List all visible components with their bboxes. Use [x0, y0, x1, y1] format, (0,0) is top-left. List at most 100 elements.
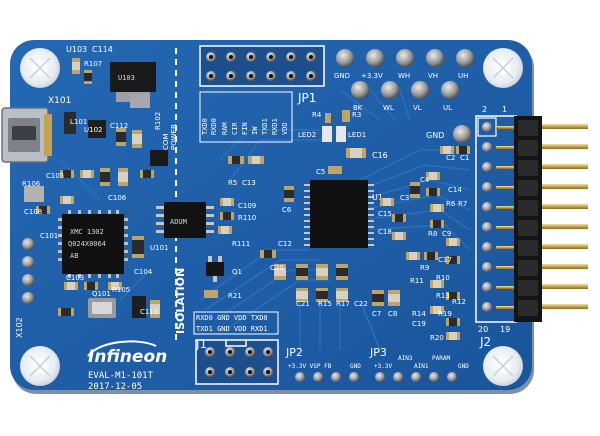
svg-text:R11: R11: [410, 277, 424, 285]
svg-text:C18: C18: [378, 228, 392, 236]
svg-text:C108: C108: [24, 208, 42, 216]
svg-text:FIN: FIN: [241, 122, 249, 135]
svg-text:R106: R106: [22, 180, 41, 188]
isolator-chip: ADUM: [156, 202, 214, 238]
header-jp2-jp3: [295, 372, 457, 382]
label-c5: C5: [316, 168, 325, 176]
svg-text:U103: U103: [118, 74, 135, 82]
microcontroller-xmc1302: XMC 1302 Q024X0064 AB: [58, 210, 128, 278]
svg-text:Q101: Q101: [92, 290, 111, 298]
svg-text:AB: AB: [70, 252, 78, 260]
label-u1: U1: [372, 193, 383, 202]
svg-text:C15: C15: [378, 210, 392, 218]
label-led2: LED2: [298, 131, 316, 139]
label-led1: LED1: [348, 131, 366, 139]
smd-cap: [130, 94, 150, 108]
res-r21: [204, 290, 218, 298]
svg-text:R8: R8: [428, 230, 437, 238]
board-model: EVAL-M1-101T: [88, 371, 154, 381]
header-x102: [22, 238, 34, 304]
test-points-top: [336, 49, 474, 99]
label-jp2: JP2: [285, 346, 303, 359]
test-point-labels: GND +3.3V WH VH UH BK WL VL UL: [334, 72, 468, 112]
label-j2-pin1: 1: [502, 105, 507, 114]
svg-text:C7: C7: [372, 310, 381, 318]
svg-text:UH: UH: [458, 72, 468, 80]
label-param: PARAM: [432, 355, 450, 362]
svg-text:WL: WL: [383, 104, 394, 112]
svg-text:C106: C106: [108, 194, 127, 202]
svg-text:C20: C20: [270, 264, 284, 272]
svg-text:CIR: CIR: [231, 122, 239, 135]
svg-text:C14: C14: [448, 186, 462, 194]
svg-text:TXD1 GND VDD RXD1: TXD1 GND VDD RXD1: [196, 325, 268, 333]
svg-text:ADUM: ADUM: [170, 218, 187, 226]
svg-text:C3: C3: [400, 194, 409, 202]
header-j2: [475, 115, 588, 323]
label-gnd-side: GND: [426, 131, 444, 140]
svg-text:Q024X0064: Q024X0064: [68, 240, 106, 248]
svg-text:R12: R12: [452, 298, 466, 306]
label-jp3: JP3: [369, 346, 387, 359]
svg-text:C19: C19: [412, 320, 426, 328]
svg-text:C13: C13: [242, 179, 256, 187]
label-jp2-gnd: GND: [350, 363, 361, 370]
label-r102: R102: [154, 112, 162, 130]
label-c114: C114: [92, 45, 113, 54]
label-u103c114: U103: [66, 45, 87, 54]
header-jp1: [199, 45, 325, 87]
svg-text:C104: C104: [134, 268, 153, 276]
svg-text:C103: C103: [66, 274, 84, 282]
svg-text:C1: C1: [460, 154, 469, 162]
label-com: COM: [162, 134, 170, 150]
svg-text:C111: C111: [140, 308, 158, 316]
label-ain3: AIN3: [398, 355, 413, 362]
label-j2-pin2: 2: [482, 105, 487, 114]
transistor-q1: [206, 256, 224, 282]
label-c16: C16: [372, 151, 388, 160]
traces: [59, 89, 471, 351]
label-r4: R4: [312, 111, 322, 119]
svg-text:R14: R14: [412, 310, 426, 318]
svg-text:R111: R111: [232, 240, 250, 248]
svg-text:RXD1: RXD1: [271, 118, 279, 135]
svg-text:R107: R107: [84, 60, 102, 68]
svg-text:C12: C12: [278, 240, 292, 248]
label-x102: X102: [15, 317, 24, 338]
svg-text:VDD: VDD: [281, 122, 289, 135]
svg-text:UL: UL: [443, 104, 452, 112]
infineon-logo: Infineon: [87, 340, 167, 367]
svg-text:C112: C112: [110, 122, 128, 130]
jp1-pin-labels: TXD0 RXD0 RAM CIR FIN IW TXD1 RXD1 VDD: [199, 91, 293, 143]
svg-text:U101: U101: [150, 244, 168, 252]
isolation-label: ISOLATION: [174, 268, 187, 334]
gnd-test-point: [453, 125, 471, 143]
svg-text:C105: C105: [46, 172, 64, 180]
micro-usb-port[interactable]: [1, 107, 52, 163]
board-date: 2017-12-05: [88, 382, 142, 392]
svg-text:R110: R110: [238, 214, 256, 222]
svg-text:R15: R15: [318, 300, 332, 308]
svg-text:C109: C109: [238, 202, 256, 210]
label-ain1: AIN1: [414, 363, 429, 370]
leds: [322, 110, 350, 142]
smd-components-left: [24, 58, 168, 318]
svg-text:C2: C2: [446, 154, 455, 162]
svg-text:GND: GND: [334, 72, 350, 80]
crystal-q101: [88, 298, 116, 318]
controller-u1: [304, 180, 374, 248]
svg-text:+3.3V: +3.3V: [361, 72, 383, 80]
component-labels: Q1 R21 R111 R110 C109 C12 C6 C13 R5 C4 C…: [22, 60, 469, 342]
svg-text:C17: C17: [438, 256, 452, 264]
label-jp3-gnd: GND: [458, 363, 469, 370]
svg-text:R19: R19: [438, 310, 452, 318]
svg-text:TXD0: TXD0: [201, 118, 209, 135]
svg-text:TXD1: TXD1: [261, 118, 269, 135]
svg-text:IW: IW: [251, 126, 259, 135]
label-x101: X101: [48, 96, 71, 106]
svg-text:Q1: Q1: [232, 268, 242, 276]
svg-text:WH: WH: [398, 72, 410, 80]
svg-text:R20: R20: [430, 334, 444, 342]
mounting-holes: [20, 48, 523, 386]
